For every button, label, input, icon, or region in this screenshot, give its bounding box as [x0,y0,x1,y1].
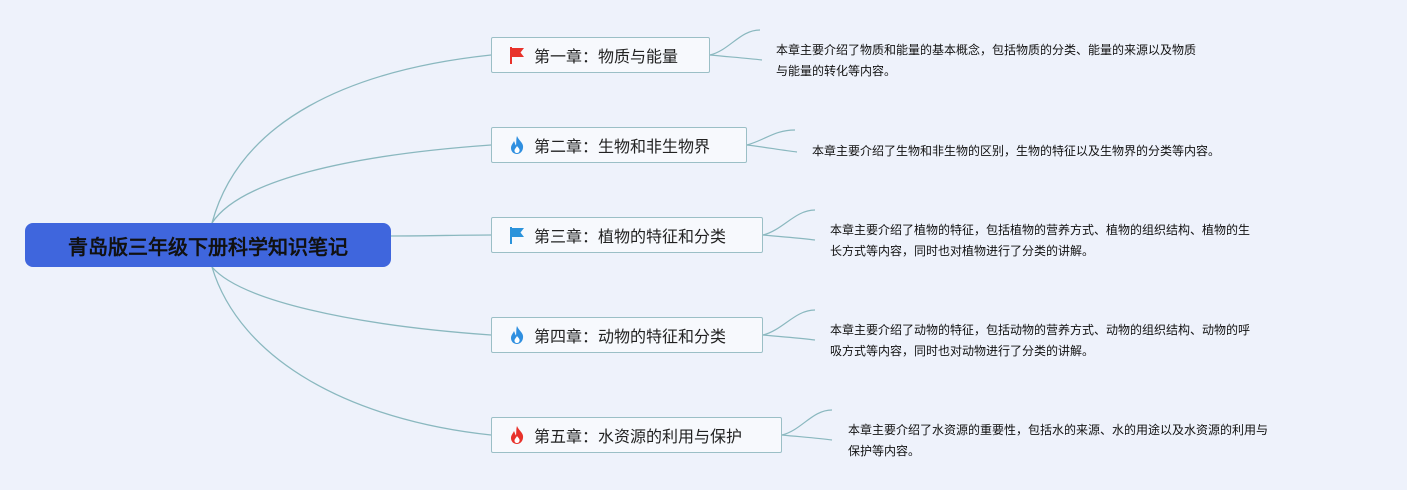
red-flame-icon [506,424,528,446]
link-root-ch1 [211,54,492,224]
link-ch1-note [709,29,761,56]
topic-label: 第四章：动物的特征和分类 [534,327,727,346]
link-ch4-note-b [762,334,816,341]
link-ch4-note [762,309,816,336]
root-topic[interactable]: 青岛版三年级下册科学知识笔记 [25,223,391,267]
note-line: 本章主要介绍了物质和能量的基本概念，包括物质的分类、能量的来源以及物质 [776,43,1197,57]
note-line: 长方式等内容，同时也对植物进行了分类的讲解。 [830,244,1095,258]
topic-label: 第五章：水资源的利用与保护 [534,427,743,446]
root-title: 青岛版三年级下册科学知识笔记 [68,234,348,259]
note-line: 本章主要介绍了生物和非生物的区别，生物的特征以及生物界的分类等内容。 [812,144,1221,158]
link-root-ch2 [211,144,492,224]
link-ch3-note [762,209,816,236]
note-chapter-3: 本章主要介绍了植物的特征，包括植物的营养方式、植物的组织结构、植物的生 长方式等… [830,220,1250,262]
note-line: 本章主要介绍了植物的特征，包括植物的营养方式、植物的组织结构、植物的生 [830,223,1251,237]
note-chapter-2: 本章主要介绍了生物和非生物的区别，生物的特征以及生物界的分类等内容。 [812,141,1220,162]
topic-label: 第一章：物质与能量 [534,47,679,66]
topic-chapter-4[interactable]: 第四章：动物的特征和分类 [491,317,763,353]
note-chapter-1: 本章主要介绍了物质和能量的基本概念，包括物质的分类、能量的来源以及物质 与能量的… [776,40,1196,82]
link-ch1-note-b [709,54,763,61]
link-ch2-note-b [746,144,798,153]
note-line: 吸方式等内容，同时也对动物进行了分类的讲解。 [830,344,1095,358]
topic-chapter-5[interactable]: 第五章：水资源的利用与保护 [491,417,782,453]
link-root-ch3 [390,234,492,237]
topic-label: 第二章：生物和非生物界 [534,137,711,156]
note-line: 本章主要介绍了动物的特征，包括动物的营养方式、动物的组织结构、动物的呼 [830,323,1251,337]
red-flag-icon [506,44,528,66]
topic-label: 第三章：植物的特征和分类 [534,227,727,246]
link-ch5-note [781,409,833,436]
link-root-ch4 [211,266,492,336]
note-chapter-4: 本章主要介绍了动物的特征，包括动物的营养方式、动物的组织结构、动物的呼 吸方式等… [830,320,1250,362]
note-line: 与能量的转化等内容。 [776,64,897,78]
note-line: 保护等内容。 [848,444,921,458]
blue-flag-icon [506,224,528,246]
link-ch2-note [746,129,796,146]
blue-flame-icon [506,324,528,346]
topic-chapter-3[interactable]: 第三章：植物的特征和分类 [491,217,763,253]
link-ch5-note-b [781,434,833,441]
note-chapter-5: 本章主要介绍了水资源的重要性，包括水的来源、水的用途以及水资源的利用与 保护等内… [848,420,1268,462]
blue-flame-icon [506,134,528,156]
topic-chapter-2[interactable]: 第二章：生物和非生物界 [491,127,747,163]
topic-chapter-1[interactable]: 第一章：物质与能量 [491,37,710,73]
note-line: 本章主要介绍了水资源的重要性，包括水的来源、水的用途以及水资源的利用与 [848,423,1269,437]
link-ch3-note-b [762,234,816,241]
link-root-ch5 [211,266,492,436]
